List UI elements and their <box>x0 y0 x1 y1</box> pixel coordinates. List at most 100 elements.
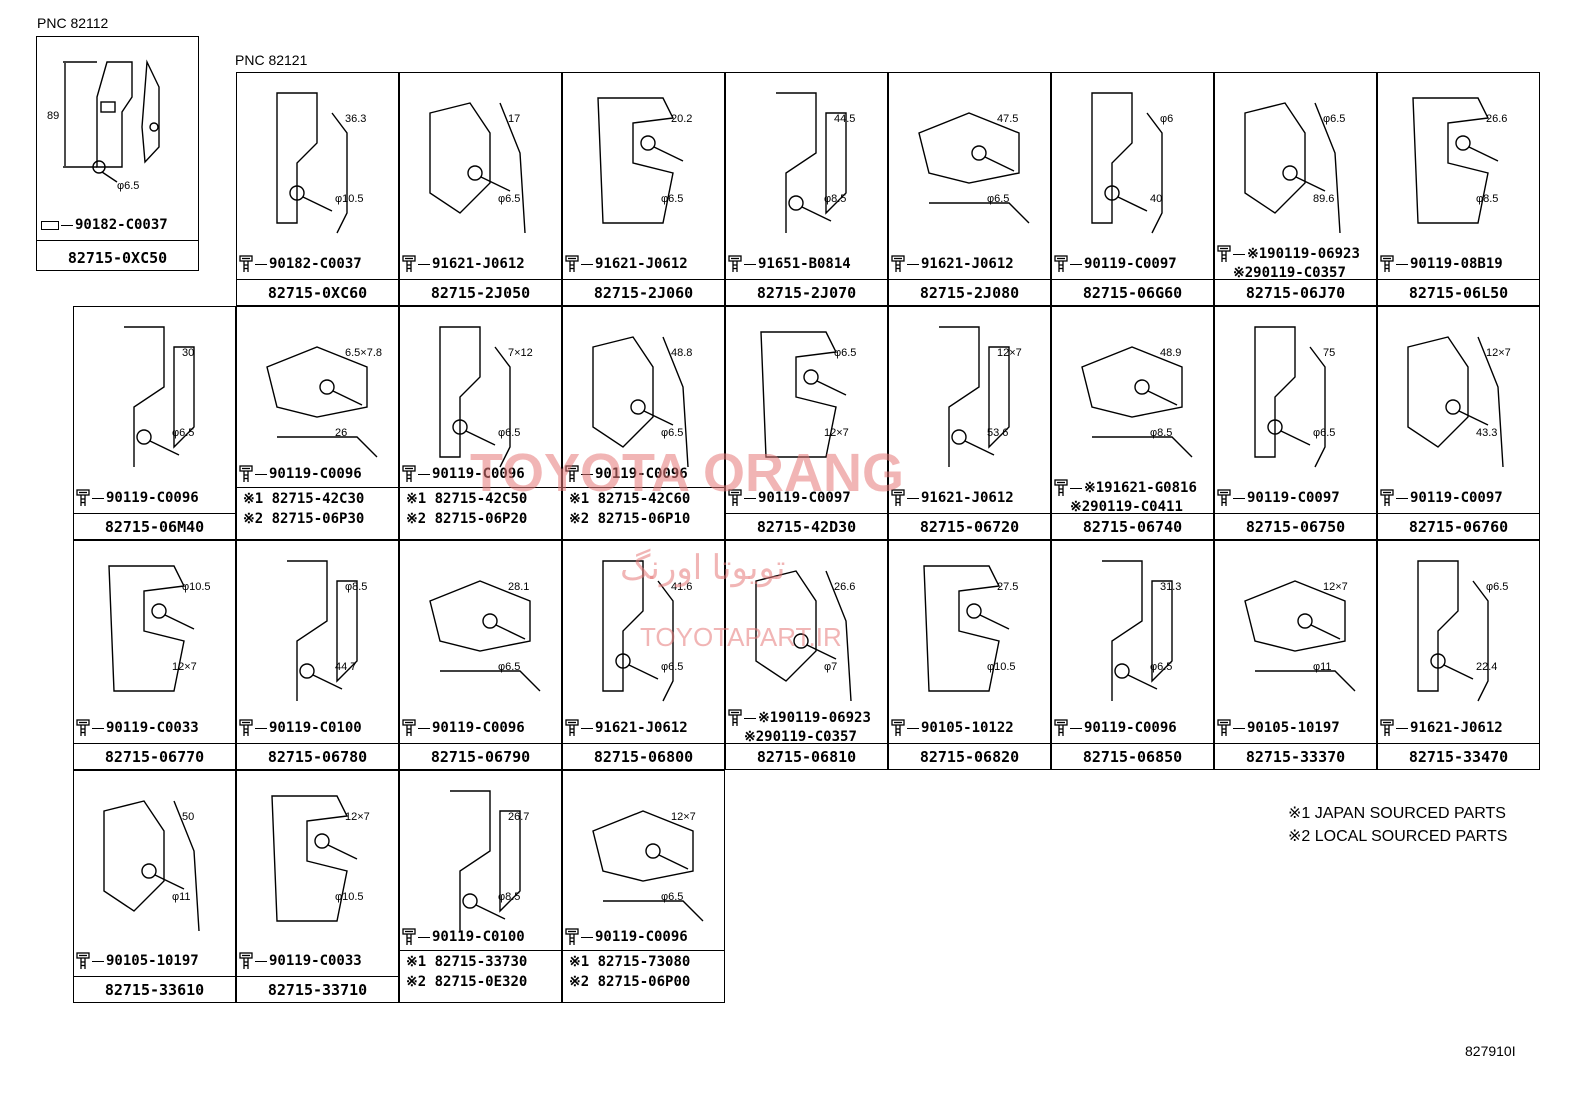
part-drawing <box>1254 326 1326 468</box>
fastener-number: 90119-C0096 <box>1084 720 1177 736</box>
fastener: 90119-C0100 <box>239 719 362 737</box>
part-drawing <box>450 790 521 931</box>
dim-label: φ8.5 <box>1476 193 1499 205</box>
part-drawing <box>1244 580 1356 692</box>
fastener: 90119-C0097 <box>1054 255 1177 273</box>
bolt-icon <box>1380 489 1394 507</box>
pnc82112-box: 89 φ6.5 90182-C0037 82715-0XC50 <box>36 36 199 271</box>
part-number: 82715-06720 <box>919 518 1020 536</box>
dim-label: φ6.5 <box>661 427 684 439</box>
fastener-number: 90119-C0096 <box>269 466 362 482</box>
fastener: 90105-10197 <box>76 952 199 970</box>
dim-label: φ6.5 <box>1323 113 1346 125</box>
bolt-icon <box>1054 255 1068 273</box>
fastener-number: 90119-C0100 <box>432 929 525 945</box>
bolt-icon <box>1054 479 1068 497</box>
dim-label: 41.6 <box>671 581 693 593</box>
part-number: 82715-06740 <box>1082 518 1183 536</box>
bolt-icon <box>728 709 742 727</box>
part-drawing <box>602 560 674 702</box>
dim-label: φ10.5 <box>335 193 364 205</box>
fastener: 91621-J0612 <box>565 255 688 273</box>
fastener-number: ※190119-06923 <box>758 710 871 726</box>
bolt-icon <box>402 255 416 273</box>
bolt-icon <box>1217 719 1231 737</box>
fastener: ※290119-C0357 <box>1217 265 1346 281</box>
part-number: 82715-0XC60 <box>267 284 368 302</box>
fastener: 90119-C0100 <box>402 928 525 946</box>
dim-label: φ6.5 <box>987 193 1010 205</box>
dim-label: 44.7 <box>335 661 357 673</box>
fastener: 91621-J0612 <box>1380 719 1503 737</box>
part-number: 82715-06790 <box>430 748 531 766</box>
bolt-icon <box>565 465 579 483</box>
fastener: ※191621-G0816 <box>1054 479 1197 497</box>
bolt-icon <box>891 489 905 507</box>
fastener: 91621-J0612 <box>565 719 688 737</box>
fastener: 90119-C0097 <box>1380 489 1503 507</box>
dim-label: 26.6 <box>1486 113 1508 125</box>
fastener-number: 90119-C0097 <box>1247 490 1340 506</box>
fastener-number: 91621-J0612 <box>595 720 688 736</box>
bolt-icon <box>76 719 90 737</box>
dim-label: φ8.5 <box>824 193 847 205</box>
dim-label: 12×7 <box>345 811 370 823</box>
bolt-icon <box>76 952 90 970</box>
dim-label: 30 <box>182 347 195 359</box>
dim-label: φ6.5 <box>1313 427 1336 439</box>
part-drawing <box>1417 560 1489 702</box>
fastener: 91621-J0612 <box>402 255 525 273</box>
fastener: ※190119-06923 <box>728 709 871 727</box>
dim-label: φ8.5 <box>1150 427 1173 439</box>
dim-label: 89 <box>47 110 59 122</box>
part-number: 82715-06J70 <box>1245 284 1346 302</box>
pnc-82112-label: PNC 82112 <box>37 15 109 31</box>
fastener: 90119-C0096 <box>565 465 688 483</box>
bolt-icon <box>402 465 416 483</box>
part-drawing <box>776 92 847 233</box>
fastener-number: 90105-10197 <box>1247 720 1340 736</box>
part-number: 82715-06760 <box>1408 518 1509 536</box>
fastener: ※290119-C0411 <box>1054 499 1183 515</box>
dim-label: φ6.5 <box>498 661 521 673</box>
dim-label: 44.5 <box>834 113 856 125</box>
fastener-number: 90119-C0097 <box>758 490 851 506</box>
fastener-number: 90119-C0096 <box>595 929 688 945</box>
dim-label: 47.5 <box>997 113 1019 125</box>
part-drawing <box>276 92 348 234</box>
dim-label: φ11 <box>1313 661 1332 673</box>
dim-label: φ6.5 <box>834 347 857 359</box>
bolt-icon <box>402 928 416 946</box>
fastener-number: 91621-J0612 <box>921 490 1014 506</box>
dim-label: 28.1 <box>508 581 530 593</box>
part-drawing <box>124 326 195 467</box>
sourcing-note: ※2 82715-06P10 <box>569 511 691 527</box>
bolt-icon <box>1380 255 1394 273</box>
sourcing-note: ※2 82715-06P00 <box>569 974 691 990</box>
part-number: 82715-06M40 <box>104 518 205 536</box>
part-drawing <box>1407 336 1504 468</box>
fastener-number: 90119-C0033 <box>106 720 199 736</box>
fastener: 90119-C0097 <box>1217 489 1340 507</box>
part-drawing <box>1102 560 1173 701</box>
fastener-number: 90119-08B19 <box>1410 256 1503 272</box>
bolt-icon <box>1217 489 1231 507</box>
fastener: ※290119-C0357 <box>728 729 857 745</box>
fastener: 91651-B0814 <box>728 255 851 273</box>
dim-label: 48.8 <box>671 347 693 359</box>
sourcing-note: ※2 82715-0E320 <box>406 974 528 990</box>
dim-label: 12×7 <box>172 661 197 673</box>
dim-label: 26.6 <box>834 581 856 593</box>
